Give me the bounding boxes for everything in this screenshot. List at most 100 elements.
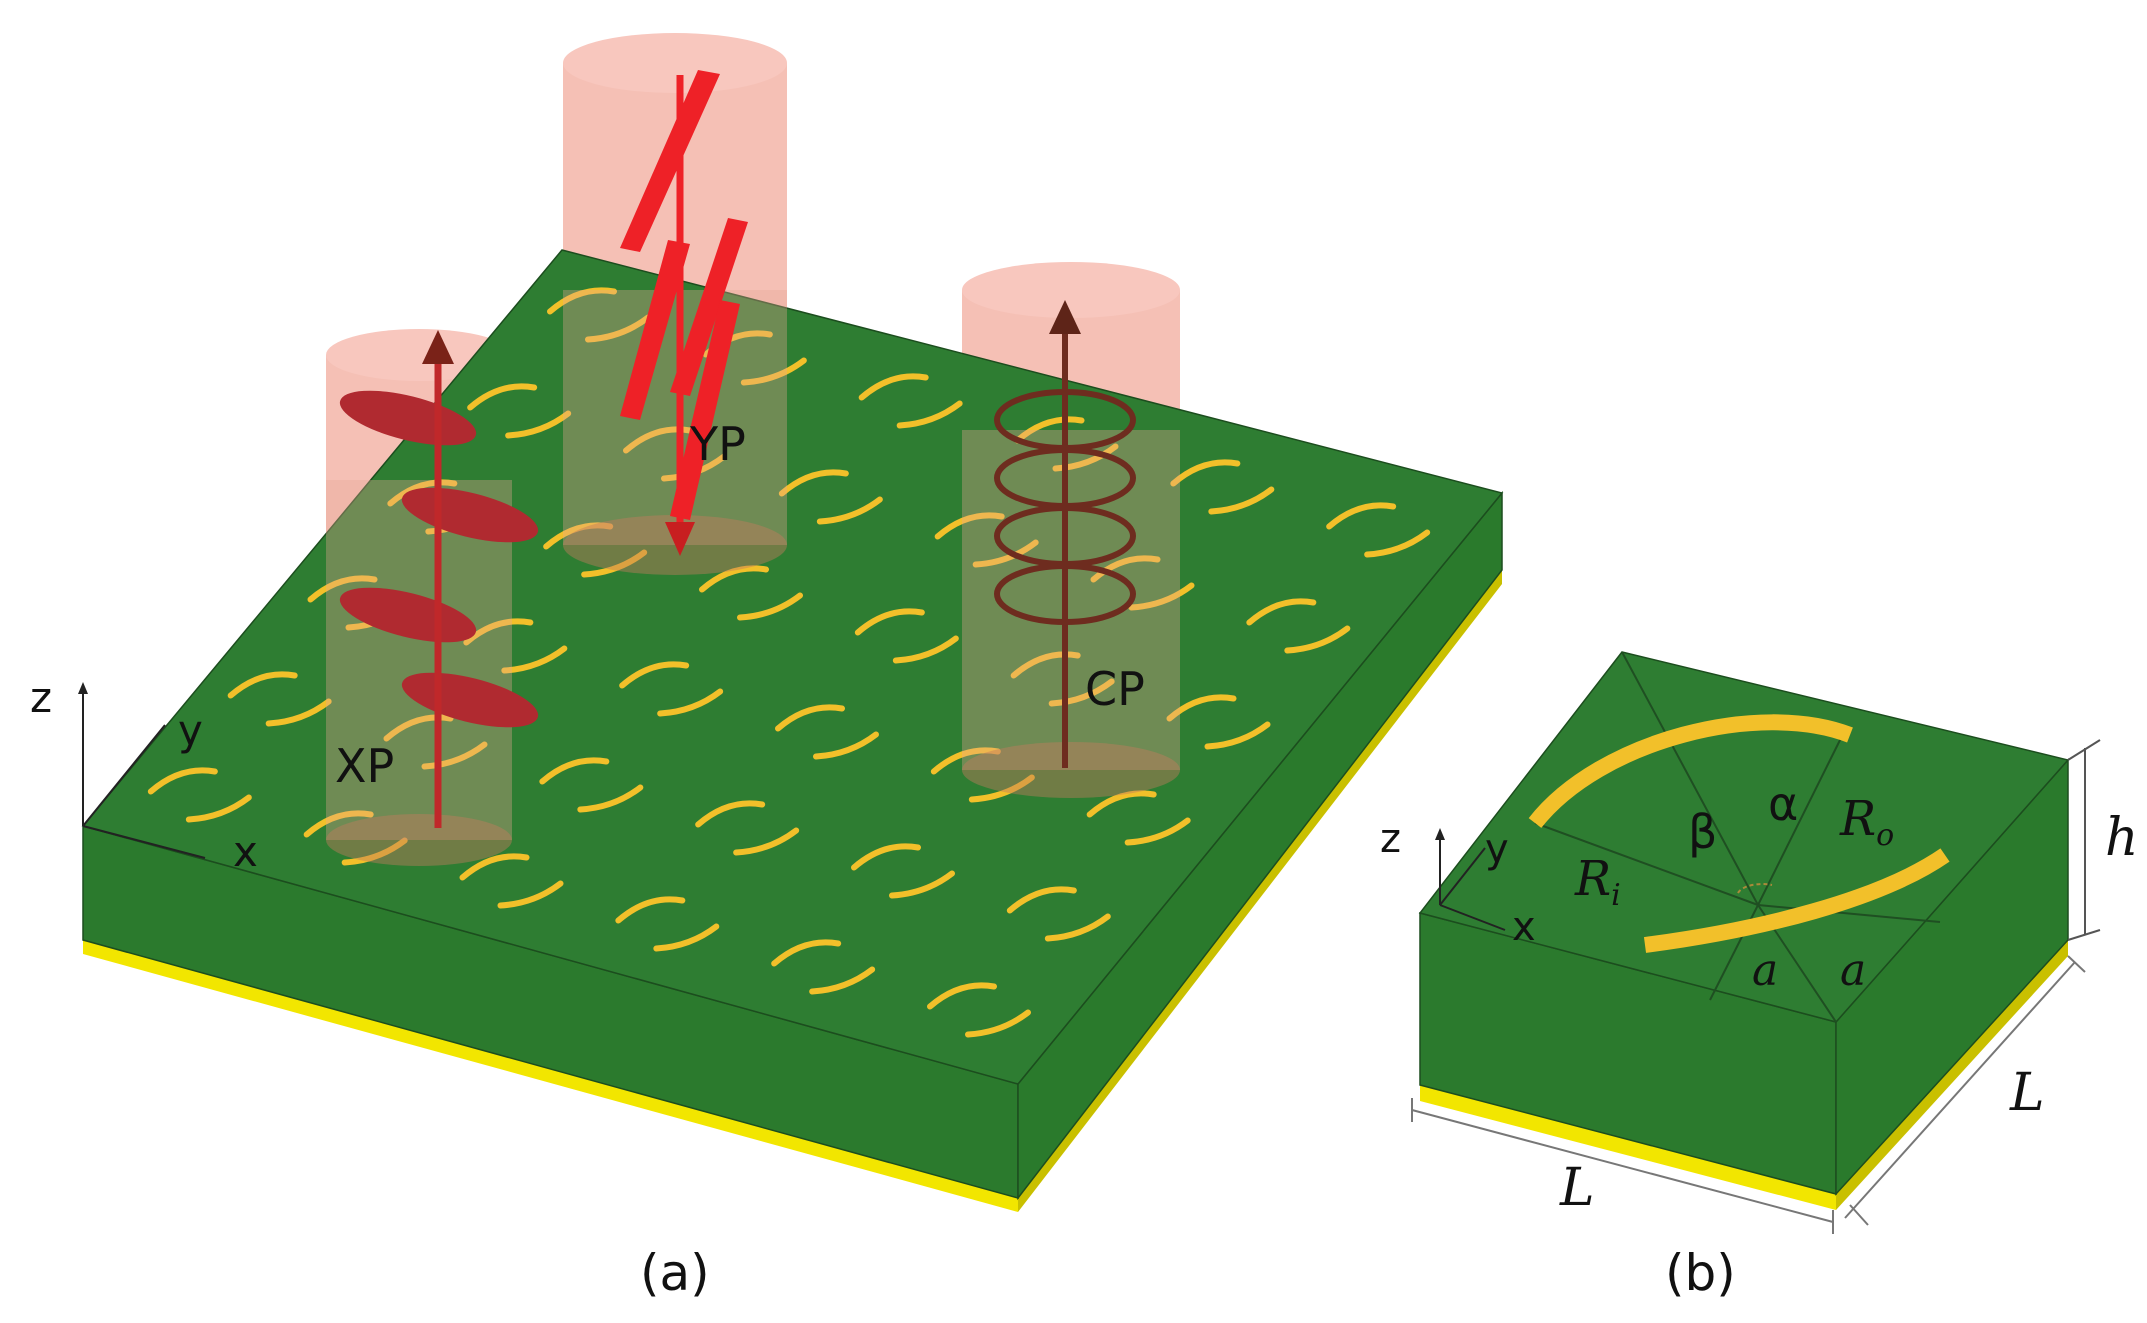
ring-arc-upper — [1090, 555, 1161, 583]
ring-arc-lower — [896, 400, 963, 429]
ring-arc-lower — [265, 698, 332, 727]
ring-arc-upper — [303, 810, 374, 838]
cell-ground-left — [1420, 1085, 1836, 1210]
yp-lobe — [670, 300, 740, 520]
ring-arc-lower — [968, 774, 1035, 803]
xp-arrowhead — [422, 330, 454, 364]
ring-arc-upper — [147, 767, 218, 795]
z-axis-arrow — [78, 682, 88, 694]
ring-arc-lower — [185, 794, 252, 823]
a-right-label: a — [1840, 945, 1866, 996]
ring-arc-lower — [1124, 817, 1191, 846]
ring-arc-lower — [585, 314, 651, 343]
ring-arc-lower — [809, 966, 876, 995]
ring-arc-lower — [892, 635, 959, 664]
ring-arc-lower — [1048, 678, 1115, 707]
ring-arc-upper — [1014, 416, 1085, 444]
ring-arc-lower — [1643, 848, 1950, 953]
xp-label: XP — [335, 739, 394, 793]
ring-arc-upper — [851, 843, 921, 871]
xp-wave — [339, 330, 539, 828]
ring-arc-upper — [307, 575, 378, 603]
ring-arc-upper — [383, 714, 454, 742]
ring-arc-upper — [459, 853, 530, 881]
y-axis-label: y — [178, 706, 203, 755]
ring-arc-upper — [695, 800, 766, 828]
cp-wave — [994, 300, 1136, 768]
l-front-label: L — [1559, 1158, 1595, 1218]
ring-arc-lower — [657, 688, 724, 717]
panel-a-caption: (a) — [640, 1244, 710, 1302]
beta-label: β — [1688, 805, 1717, 859]
axes-b: z y x — [1380, 816, 1536, 950]
r-inner-label: Ri — [1574, 851, 1621, 913]
x-axis-line — [82, 825, 206, 859]
ring-arc-lower — [577, 784, 644, 813]
yp-beam-top — [563, 33, 787, 93]
r-outer-label: Ro — [1839, 791, 1894, 853]
y-axis-line — [82, 724, 166, 827]
ring-arc-lower — [505, 410, 572, 439]
xp-lobe — [339, 587, 477, 643]
ring-arc-lower — [965, 1009, 1031, 1038]
z-axis-label: z — [30, 673, 52, 722]
r-outer-sub: o — [1876, 818, 1894, 853]
ring-arc-upper — [1166, 694, 1237, 722]
yp-lobe — [620, 240, 690, 420]
ring-arc-upper — [934, 512, 1005, 540]
yp-beam-foot — [563, 515, 787, 575]
ring-arc-upper — [227, 671, 298, 699]
substrate-slab — [81, 249, 1504, 1212]
yp-wave — [620, 70, 748, 556]
cp-beam-foot — [962, 742, 1180, 798]
ring-arc-upper — [771, 939, 842, 967]
panel-b: β α Ro Ri a a h L L — [1380, 651, 2139, 1302]
cp-arrowhead — [1049, 300, 1081, 334]
ring-arc-lower — [501, 645, 568, 674]
h-dimension — [2067, 739, 2101, 941]
y-axis-line — [1439, 847, 1486, 906]
panel-b-caption: (b) — [1665, 1244, 1736, 1302]
z-axis-label: z — [1380, 816, 1401, 862]
ring-arc-lower — [816, 496, 883, 525]
z-axis-arrow — [1435, 828, 1445, 840]
ring-arc-upper — [1086, 790, 1157, 818]
ring-arc-upper — [463, 618, 534, 646]
ring-arc-lower — [740, 357, 807, 386]
ring-arc-upper — [858, 373, 929, 401]
ring-arc-upper — [1326, 502, 1397, 530]
y-axis-label: y — [1485, 826, 1509, 872]
a-left-label: a — [1752, 945, 1778, 996]
ring-arc-upper — [623, 426, 693, 454]
ring-arc-lower — [653, 923, 720, 952]
ring-arc-lower — [581, 549, 648, 578]
ring-arc-lower — [421, 741, 488, 770]
ring-arc-upper — [930, 747, 1001, 775]
cell-ground-right — [1836, 940, 2068, 1210]
panel-a: XP YP CP z y x (a) — [30, 33, 1504, 1302]
ring-arc-upper — [543, 522, 614, 550]
ring-arc-lower — [1044, 913, 1111, 942]
cp-helix-turn — [994, 563, 1136, 625]
ring-arc-upper — [1528, 714, 1853, 828]
ring-arc-lower — [497, 880, 564, 909]
ring-arc-upper — [619, 661, 690, 689]
ring-arc-lower — [972, 539, 1039, 568]
xp-beam-foot — [326, 814, 512, 866]
ring-arc-upper — [1246, 598, 1317, 626]
ring-arc-upper — [387, 479, 458, 507]
ring-arc-upper — [778, 469, 849, 497]
ring-arc-lower — [341, 837, 408, 866]
slab-ground-right — [1018, 570, 1502, 1212]
r-inner-sub: i — [1611, 878, 1621, 913]
cp-label: CP — [1085, 662, 1145, 716]
ring-arc-upper — [927, 982, 997, 1010]
x-axis-line — [1439, 904, 1506, 931]
cp-beam-top — [962, 262, 1180, 318]
ring-arc-lower — [1284, 625, 1351, 654]
axes-a: z y x — [30, 673, 258, 876]
ring-arc-upper — [854, 608, 925, 636]
l-front-dimension — [1411, 1098, 1834, 1234]
ring-arc-upper — [467, 383, 538, 411]
